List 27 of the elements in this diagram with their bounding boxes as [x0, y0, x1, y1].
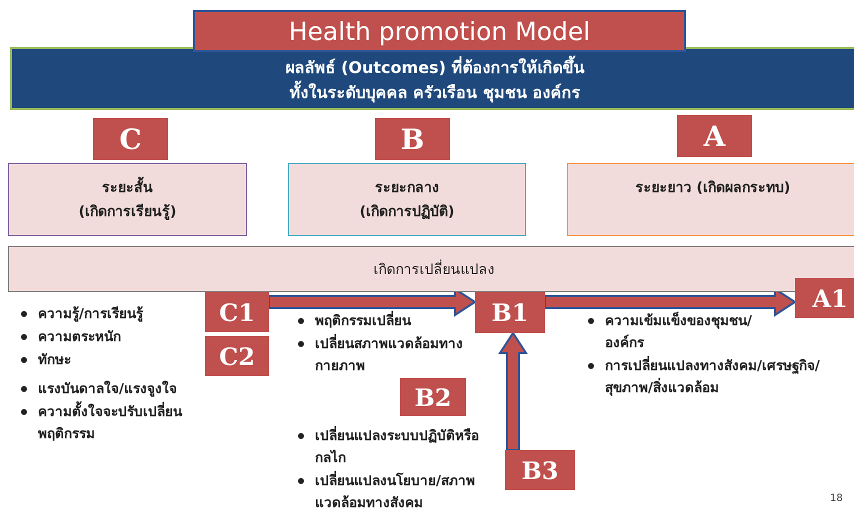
bullet-text: การเปลี่ยนแปลงทางสังคม/เศรษฐกิจ/สุขภาพ/สิ่งแวดล้อม [605, 355, 835, 399]
bullet-text: ทักษะ [38, 351, 72, 370]
bullet-text: ความตระหนัก [38, 328, 122, 347]
page-number: 18 [830, 493, 843, 504]
bullet-text: เปลี่ยนแปลงระบบปฏิบัติหรือกลไก [315, 425, 500, 469]
bullet-text: ความเข้มแข็งของชุมชน/องค์กร [605, 310, 753, 353]
bullet-text: ความรู้/การเรียนรู้ [38, 305, 144, 324]
stage-box: ระยะกลาง (เกิดการปฏิบัติ) [288, 163, 526, 236]
bullet-text: แรงบันดาลใจ/แรงจูงใจ [38, 380, 178, 399]
bullet-text: ความตั้งใจจะปรับเปลี่ยนพฤติกรรม [38, 401, 218, 445]
letter-badge: C1 [205, 292, 269, 332]
bullet-text: เปลี่ยนสภาพแวดล้อมทางกายภาพ [315, 333, 470, 377]
letter-badge: B [375, 118, 450, 160]
letter-badge: C2 [205, 336, 269, 376]
letter-badge: B3 [505, 450, 575, 490]
bullet-text: เปลี่ยนแปลงนโยบาย/สภาพแวดล้อมทางสังคม [315, 470, 500, 511]
stage-box: ระยะยาว (เกิดผลกระทบ) [567, 163, 854, 236]
letter-badge: C [93, 118, 168, 160]
bullet-text: พฤติกรรมเปลี่ยน [315, 310, 470, 332]
block-arrow [498, 331, 528, 451]
letter-badge: A1 [795, 278, 854, 318]
letter-badge: A [677, 115, 752, 157]
stage-box: ระยะสั้น (เกิดการเรียนรู้) [8, 163, 247, 236]
letter-badge: B1 [475, 292, 545, 333]
title-banner: Health promotion Model [193, 10, 686, 52]
outcome-banner: ผลลัพธ์ (Outcomes) ที่ต้องการให้เกิดขึ้น ทั้งในระดับบุคคล ครัวเรือน ชุมชน องค์กร [10, 47, 854, 110]
letter-badge: B2 [400, 378, 466, 416]
